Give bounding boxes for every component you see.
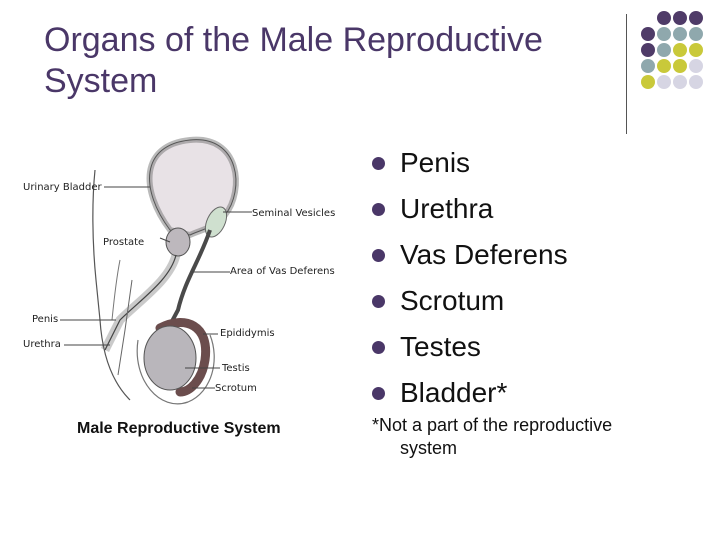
label-prostate: Prostate xyxy=(103,237,144,248)
list-item: Scrotum xyxy=(370,278,568,324)
bullet-icon xyxy=(372,341,385,354)
bullet-icon xyxy=(372,295,385,308)
list-item: Urethra xyxy=(370,186,568,232)
list-item: Penis xyxy=(370,140,568,186)
label-scrotum: Scrotum xyxy=(215,383,257,394)
label-epididymis: Epididymis xyxy=(220,328,275,339)
list-item: Vas Deferens xyxy=(370,232,568,278)
decorative-dot xyxy=(689,75,703,89)
vas-deferens-shape xyxy=(168,229,212,326)
decorative-dot xyxy=(673,75,687,89)
footnote-line-2: system xyxy=(400,438,458,458)
footnote: *Not a part of the reproductive system xyxy=(372,414,672,460)
list-item: Bladder* xyxy=(370,370,568,416)
organ-list: Penis Urethra Vas Deferens Scrotum Teste… xyxy=(370,140,568,416)
list-item: Testes xyxy=(370,324,568,370)
footnote-line-1: *Not a part of the reproductive xyxy=(372,415,613,435)
decorative-dot xyxy=(657,59,671,73)
diagram-caption: Male Reproductive System xyxy=(77,420,281,437)
decorative-dot xyxy=(641,43,655,57)
scrotum-shape xyxy=(136,334,215,405)
label-seminal-vesicles: Seminal Vesicles xyxy=(252,208,335,219)
label-vas-deferens: Area of Vas Deferens xyxy=(230,266,335,277)
bullet-icon xyxy=(372,203,385,216)
label-testis: Testis xyxy=(221,363,250,374)
label-penis: Penis xyxy=(32,314,58,325)
decorative-dot xyxy=(641,27,655,41)
decorative-dot xyxy=(673,27,687,41)
bullet-icon xyxy=(372,387,385,400)
epididymis-shape xyxy=(155,318,211,397)
label-urinary-bladder: Urinary Bladder xyxy=(23,182,102,193)
decorative-dot xyxy=(641,75,655,89)
decorative-dot xyxy=(657,27,671,41)
bullet-icon xyxy=(372,249,385,262)
decorative-dot xyxy=(689,43,703,57)
bullet-icon xyxy=(372,157,385,170)
reproductive-diagram: Urinary Bladder Seminal Vesicles Prostat… xyxy=(23,136,335,437)
decorative-dot xyxy=(641,59,655,73)
slide-title: Organs of the Male Reproductive System xyxy=(44,21,543,100)
decorative-dot xyxy=(657,11,671,25)
decorative-dot xyxy=(689,59,703,73)
testis-shape xyxy=(143,325,197,391)
decorative-dot xyxy=(657,43,671,57)
decorative-dot xyxy=(689,27,703,41)
decorative-dot-grid xyxy=(641,11,703,89)
decorative-dot xyxy=(673,11,687,25)
decorative-dot xyxy=(673,59,687,73)
prostate-shape xyxy=(165,227,191,257)
decorative-divider xyxy=(626,14,627,134)
decorative-dot xyxy=(673,43,687,57)
decorative-dot xyxy=(657,75,671,89)
label-urethra: Urethra xyxy=(23,339,61,350)
decorative-dot xyxy=(689,11,703,25)
